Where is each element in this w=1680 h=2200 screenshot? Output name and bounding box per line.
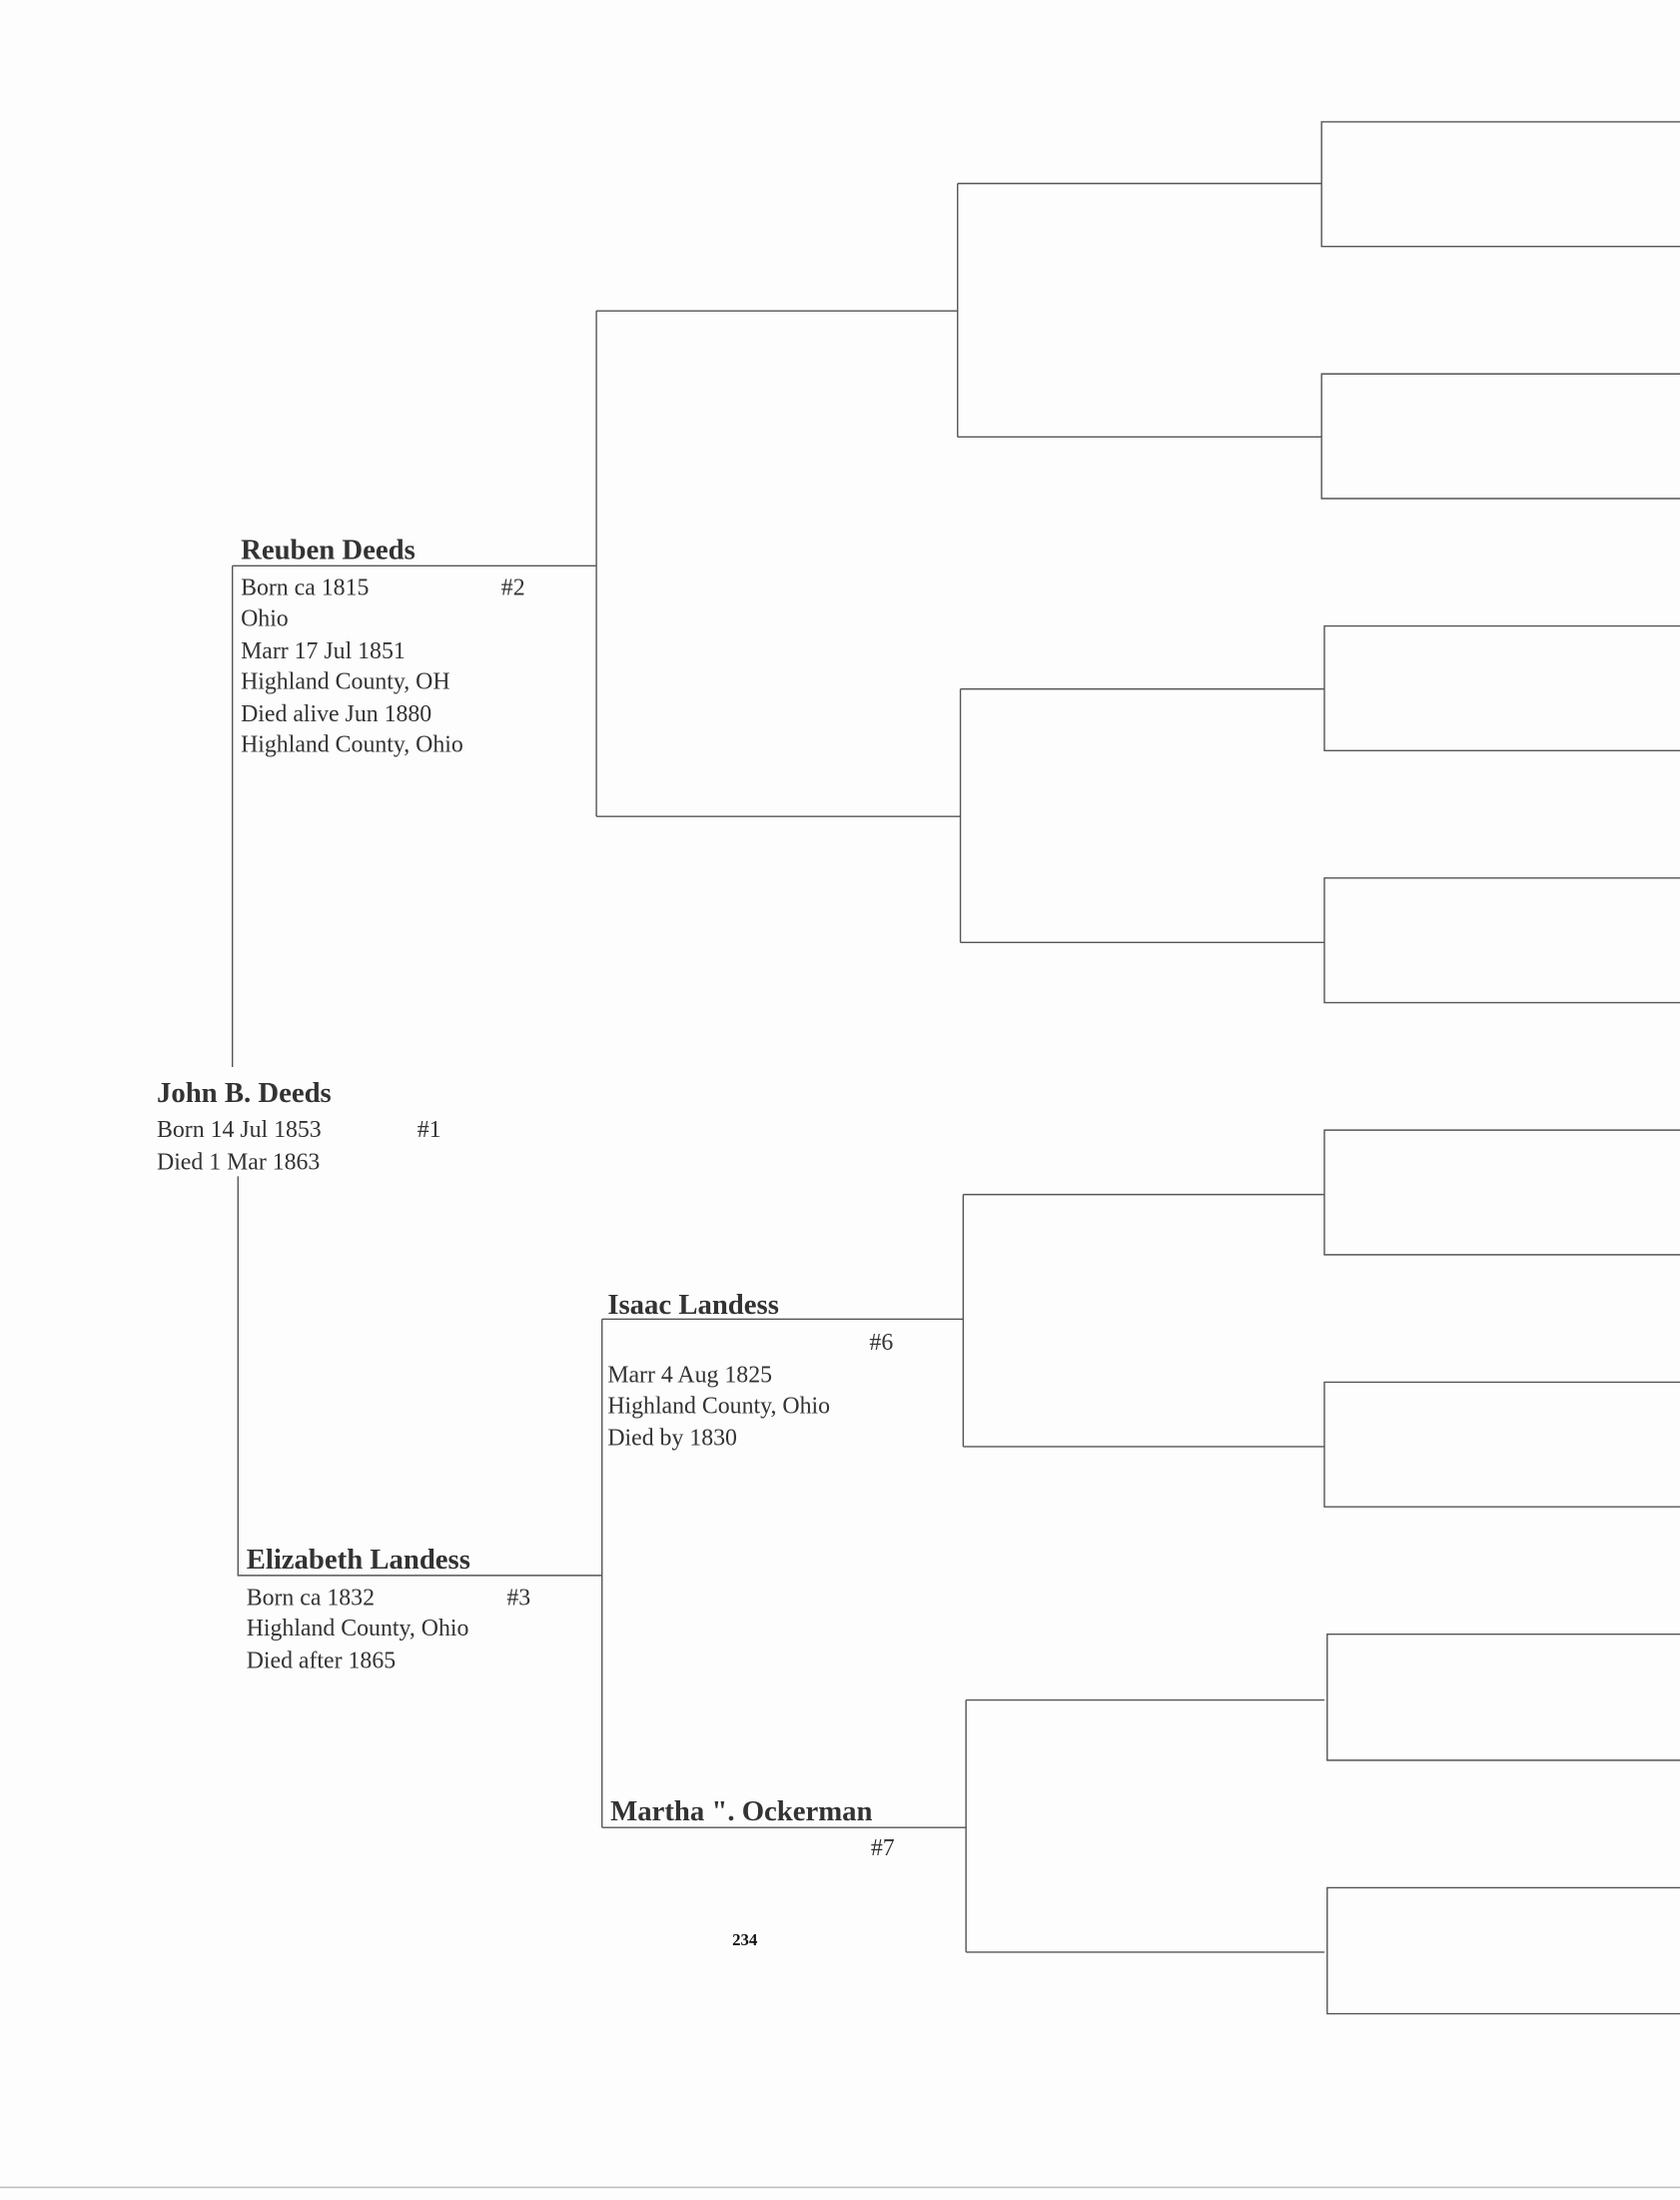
person-6-detail: Highland County, Ohio: [607, 1393, 830, 1419]
connector-gen3: [962, 1193, 1324, 1448]
person-2-detail: Highland County, OH: [241, 669, 449, 695]
person-2-detail: Died alive Jun 1880: [241, 701, 431, 727]
person-3-detail: Died after 1865: [247, 1648, 396, 1673]
person-1-number: #1: [418, 1117, 441, 1143]
empty-ancestor-box: [1323, 624, 1680, 751]
empty-ancestor-box: [1323, 877, 1680, 1004]
person-1-born: Born 14 Jul 1853: [157, 1117, 322, 1143]
person-2-number: #2: [501, 575, 525, 601]
empty-ancestor-box: [1323, 1129, 1680, 1256]
person-2-detail: Born ca 1815: [241, 575, 369, 601]
person-6-name: Isaac Landess: [607, 1289, 779, 1321]
empty-ancestor-box: [1326, 1634, 1680, 1761]
empty-ancestor-box: [1320, 121, 1680, 248]
person-2-detail: Highland County, Ohio: [241, 732, 463, 758]
person-2-detail: Ohio: [241, 606, 289, 632]
person-6-detail: Marr 4 Aug 1825: [607, 1362, 772, 1388]
person-3-detail: Born ca 1832: [247, 1585, 375, 1611]
empty-ancestor-box: [1320, 373, 1680, 500]
person-7-name: Martha ". Ockerman: [610, 1795, 872, 1827]
connector-gen2-lower: [601, 1318, 967, 1828]
empty-ancestor-box: [1323, 1381, 1680, 1508]
person-7-number: #7: [871, 1835, 895, 1861]
person-6-number: #6: [869, 1330, 893, 1356]
connector-gen3: [959, 687, 1324, 944]
person-2-detail: Marr 17 Jul 1851: [241, 638, 406, 664]
person-6-detail: Died by 1830: [607, 1426, 737, 1452]
empty-ancestor-box: [1326, 1886, 1680, 2015]
connector-gen1: [231, 564, 602, 1577]
person-1-name: John B. Deeds: [157, 1077, 332, 1109]
person-1-died: Died 1 Mar 1863: [157, 1149, 320, 1175]
connector-gen3: [957, 182, 1322, 439]
person-3-number: #3: [506, 1585, 530, 1611]
person-2-name: Reuben Deeds: [241, 534, 416, 565]
person-3-detail: Highland County, Ohio: [247, 1616, 469, 1642]
person-3-name: Elizabeth Landess: [247, 1544, 470, 1576]
connector-gen3: [965, 1698, 1324, 1953]
page-number: 234: [732, 1930, 758, 1949]
connector-gen2-upper: [595, 310, 961, 817]
